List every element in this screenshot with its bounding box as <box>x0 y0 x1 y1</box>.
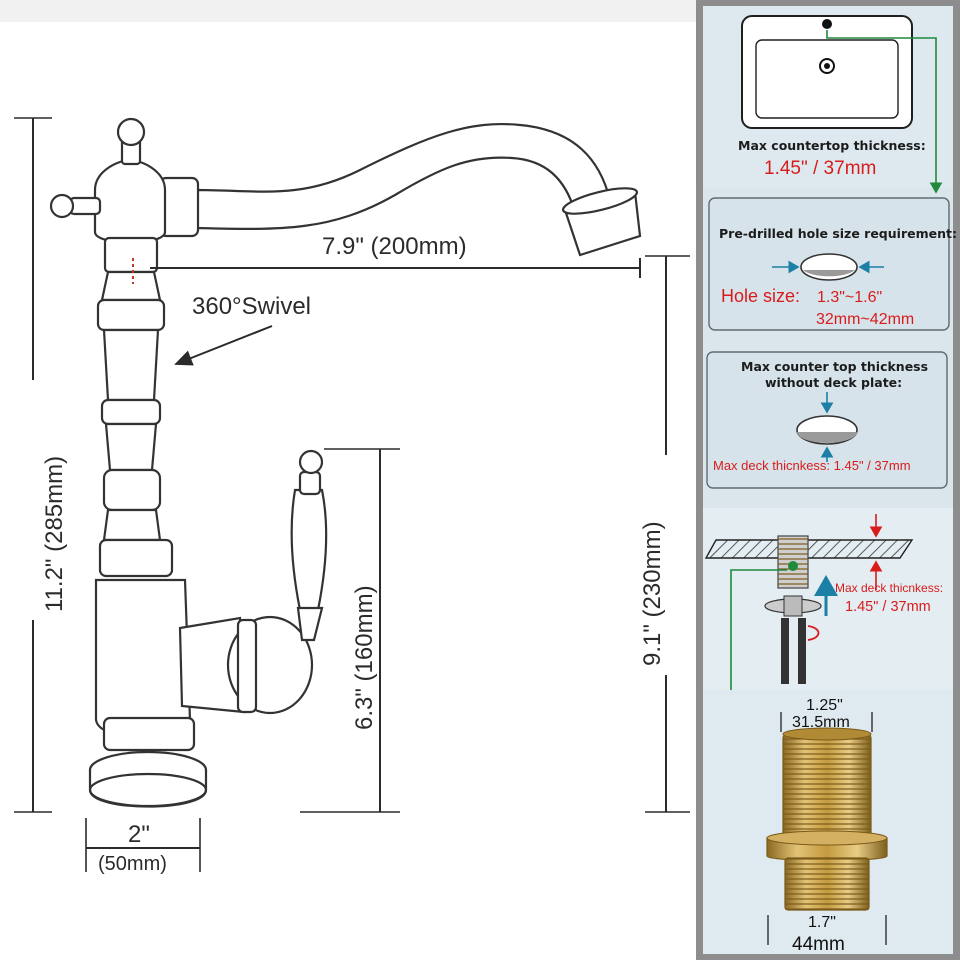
base-foot-edge <box>88 772 208 808</box>
drain-center-icon <box>824 63 830 69</box>
spout-reach-label: 7.9" (200mm) <box>322 233 467 260</box>
connector-bottom-mm: 44mm <box>792 934 845 955</box>
connector-lower-threads <box>785 858 869 910</box>
faucet-outline <box>49 117 642 808</box>
deck-title-line2: without deck plate: <box>765 375 902 390</box>
aerator <box>561 187 639 215</box>
hole-size-label: Hole size: <box>721 286 800 306</box>
column-taper-1 <box>100 270 162 302</box>
top-band <box>0 0 700 22</box>
handle-ring <box>236 618 258 714</box>
base-neck <box>102 716 196 752</box>
base-width-in-label: 2" <box>128 821 150 848</box>
section-install: Max deck thicnkess: 1.45" / 37mm <box>703 508 953 749</box>
deck-value: Max deck thicnkess: 1.45" / 37mm <box>713 458 911 473</box>
install-value: 1.45" / 37mm <box>845 599 931 615</box>
column-ring-4 <box>102 468 162 512</box>
section-hole-size: Pre-drilled hole size requirement: Hole … <box>708 197 957 331</box>
spout <box>193 122 612 230</box>
dim-spout-height: 9.1" (230mm) <box>636 255 690 813</box>
swivel-label: 360°Swivel <box>192 293 311 320</box>
total-height-label: 11.2" (285mm) <box>41 456 68 612</box>
connector-threads <box>783 734 871 838</box>
handle-height-label: 6.3" (160mm) <box>351 585 378 730</box>
hole-size-mm: 32mm~42mm <box>816 311 914 328</box>
section-deck-thickness: Max counter top thickness without deck p… <box>706 351 948 489</box>
lever-neck <box>298 470 322 496</box>
dim-total-label-bg <box>16 380 56 620</box>
countertop-value: 1.45" / 37mm <box>764 158 876 179</box>
column-shaft-3 <box>102 508 162 542</box>
cross-knob-left <box>49 193 75 219</box>
connector-top-rim <box>782 727 872 741</box>
dim-spout-reach: 7.9" (200mm) <box>150 233 641 278</box>
hole-size-title: Pre-drilled hole size requirement: <box>719 226 957 241</box>
rotate-arrow-icon <box>807 625 820 641</box>
valve-body <box>94 578 192 738</box>
deck-hole-shading <box>797 432 857 443</box>
hole-shading <box>803 270 855 277</box>
mounting-nut <box>783 595 803 617</box>
deck-title-line1: Max counter top thickness <box>741 359 928 374</box>
dim-total-height: 11.2" (285mm) <box>14 117 68 813</box>
hole-size-inches: 1.3"~1.6" <box>817 289 882 306</box>
lever <box>290 488 328 612</box>
cross-knob-top <box>116 117 146 147</box>
dim-spout-label-bg <box>636 455 676 675</box>
connector-top-mm: 31.5mm <box>792 714 850 731</box>
hose-right <box>798 618 806 684</box>
install-panel: Max countertop thickness: 1.45" / 37mm P… <box>696 0 960 960</box>
stem-marker <box>788 561 798 571</box>
connector-flange-top <box>766 830 888 846</box>
section-countertop: Max countertop thickness: 1.45" / 37mm <box>703 6 953 194</box>
connector-bottom-in: 1.7" <box>808 914 836 931</box>
column-shaft-1 <box>102 328 160 402</box>
swivel-arrow <box>174 325 273 366</box>
countertop-title: Max countertop thickness: <box>738 138 926 153</box>
lever-knob <box>298 449 324 475</box>
head <box>93 158 167 244</box>
install-bg <box>703 508 953 690</box>
spout-height-label: 9.1" (230mm) <box>639 521 666 666</box>
column-shaft-2 <box>104 422 158 472</box>
section-connector: 1.25" 31.5mm 1.7" 44mm <box>703 690 953 955</box>
column-ring-1 <box>103 236 159 274</box>
connector-top-in: 1.25" <box>806 697 843 714</box>
dim-base-width: 2" (50mm) <box>85 818 201 875</box>
dim-handle-height: 6.3" (160mm) <box>300 448 400 813</box>
cross-arm-left <box>68 196 102 216</box>
sink-basin <box>755 39 899 119</box>
column-ring-2 <box>96 298 166 332</box>
install-label: Max deck thicnkess: <box>835 581 943 595</box>
base-width-mm-label: (50mm) <box>98 853 167 875</box>
column-ring-5 <box>98 538 174 578</box>
countertop-slab <box>704 539 914 559</box>
countertop-pointer <box>826 30 943 194</box>
faucet-drawing: 7.9" (200mm) 360°Swivel 11.2" (285mm) 9.… <box>0 0 700 875</box>
faucet-hole-icon <box>822 19 832 29</box>
lever-base <box>296 606 324 642</box>
column-ring-3 <box>100 398 162 426</box>
hose-left <box>781 618 789 684</box>
